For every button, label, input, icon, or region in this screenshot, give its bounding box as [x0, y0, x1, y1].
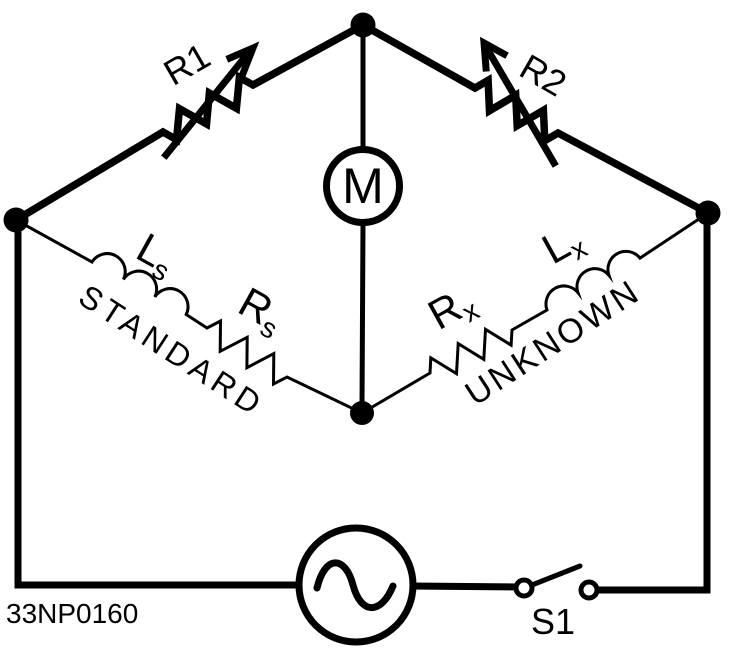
left-source-wire: [14, 222, 304, 589]
r1-arrowhead-icon: [225, 41, 260, 81]
right-source-wire: [593, 215, 711, 594]
lx-label: Lx: [534, 214, 592, 278]
meter-wire-bottom: [359, 221, 366, 408]
junction-node-bottom: [350, 401, 374, 425]
standard-branch-path: [15, 218, 363, 415]
rx-label: Rx: [420, 276, 484, 343]
switch-blade: [529, 563, 583, 588]
switch-contact-right: [578, 579, 600, 601]
variable-resistor-r1: R1: [14, 21, 365, 224]
ls-label: Ls: [127, 224, 185, 288]
meter-circle: [323, 146, 403, 226]
rs-label: Rs: [229, 278, 293, 345]
ac-source: [295, 524, 417, 646]
r2-label: R2: [513, 46, 573, 105]
source-to-switch-wire: [408, 582, 520, 591]
switch-label: S1: [531, 601, 575, 642]
sine-wave-icon: [313, 559, 397, 612]
unknown-branch: Rx Lx UNKNOWN: [361, 211, 709, 415]
standard-branch: Ls Rs STANDARD: [15, 218, 363, 424]
r2-resistor-path: [361, 21, 710, 217]
variable-resistor-r2: R2: [361, 21, 710, 217]
r2-arrow-shaft: [484, 47, 559, 168]
r1-label: R1: [157, 35, 217, 94]
r2-arrowhead-icon: [479, 36, 509, 72]
junction-node-right: [695, 200, 721, 226]
junction-node-top: [350, 12, 376, 38]
figure-number-label: 33NP0160: [6, 598, 138, 629]
r1-arrow-shaft: [161, 52, 250, 160]
junction-node-left: [3, 207, 29, 233]
switch-s1: S1: [513, 563, 600, 642]
meter-branch: M: [323, 31, 403, 408]
meter-label: M: [342, 158, 384, 214]
unknown-caption: UNKNOWN: [459, 272, 648, 413]
switch-contact-left: [513, 577, 535, 599]
unknown-branch-path: [361, 211, 709, 415]
